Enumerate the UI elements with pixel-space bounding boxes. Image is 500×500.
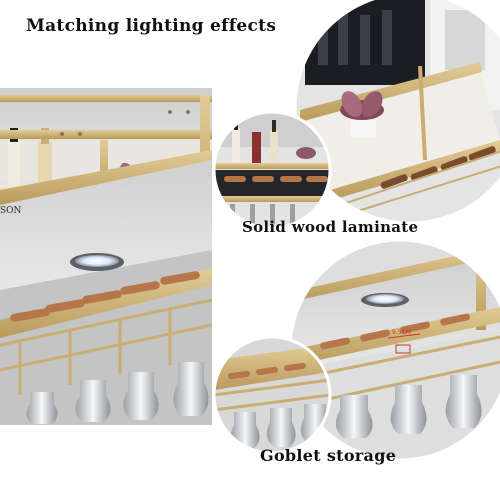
lighting-detail-photo — [295, 0, 500, 223]
caption-lighting: Matching lighting effects — [26, 16, 277, 36]
wood-laminate-photo — [214, 112, 330, 228]
caption-wood: Solid wood laminate — [242, 218, 419, 236]
caption-goblet: Goblet storage — [260, 446, 397, 465]
goblet-storage-photo — [290, 240, 500, 460]
goblet-closeup-photo — [214, 337, 330, 453]
measure-box — [395, 344, 411, 354]
measure-line — [387, 333, 421, 339]
main-rack-photo — [0, 88, 212, 425]
bottle-label-text: SON — [0, 206, 22, 216]
measure-label: 9.5CM — [392, 329, 411, 336]
